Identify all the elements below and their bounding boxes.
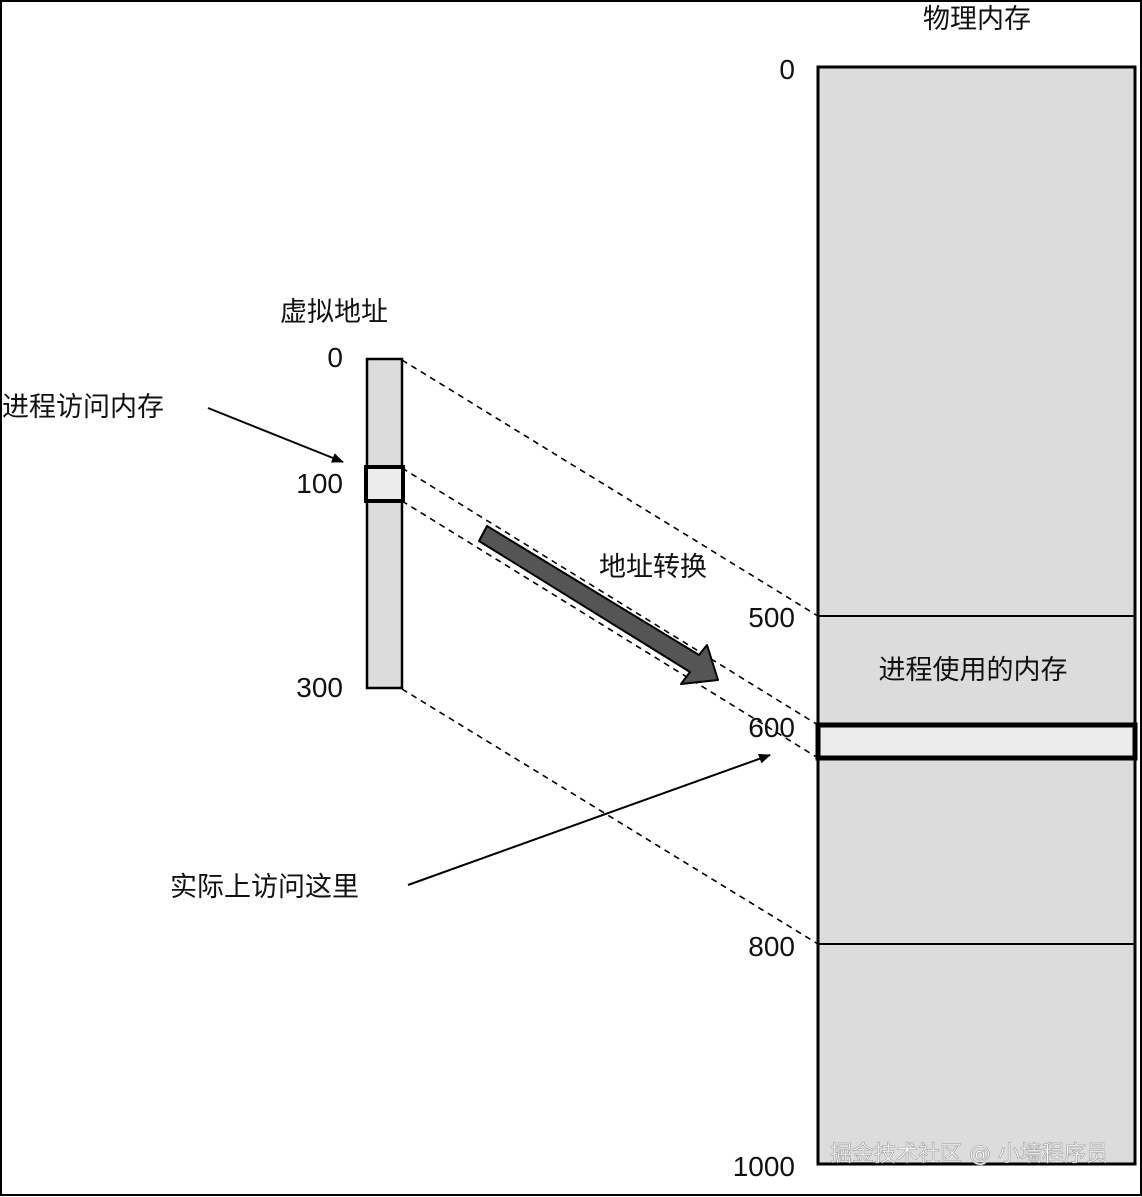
used-region-label: 进程使用的内存: [879, 655, 1068, 686]
virtual-accessed-cell: [364, 465, 405, 503]
process-access-label: 进程访问内存: [2, 392, 164, 423]
mapping-line-300-to-800: [401, 688, 819, 945]
virtual-tick-100: 100: [296, 468, 343, 499]
virtual-tick-300: 300: [296, 672, 343, 703]
physical-tick-500: 500: [748, 602, 795, 633]
physical-accessed-cell: [815, 722, 1138, 761]
physical-tick-0: 0: [779, 54, 795, 85]
translation-arrow-icon: [478, 525, 719, 685]
virtual-address-bar: [365, 357, 404, 690]
mapping-line-100-top: [401, 467, 819, 726]
physical-memory-title: 物理内存: [923, 4, 1031, 35]
mapping-line-100-bottom: [401, 500, 819, 759]
virtual-tick-0: 0: [327, 342, 343, 373]
actual-access-label: 实际上访问这里: [170, 872, 359, 903]
watermark-text: 掘金技术社区 @ 小墙程序员: [830, 1142, 1108, 1167]
translation-label: 地址转换: [599, 552, 707, 583]
physical-tick-1000: 1000: [733, 1151, 795, 1182]
physical-tick-800: 800: [748, 931, 795, 962]
actual-access-arrow-icon: [407, 754, 771, 886]
process-access-arrow-icon: [207, 407, 344, 463]
mapping-line-0-to-500: [401, 359, 819, 617]
virtual-address-title: 虚拟地址: [280, 297, 388, 328]
physical-tick-600: 600: [748, 712, 795, 743]
